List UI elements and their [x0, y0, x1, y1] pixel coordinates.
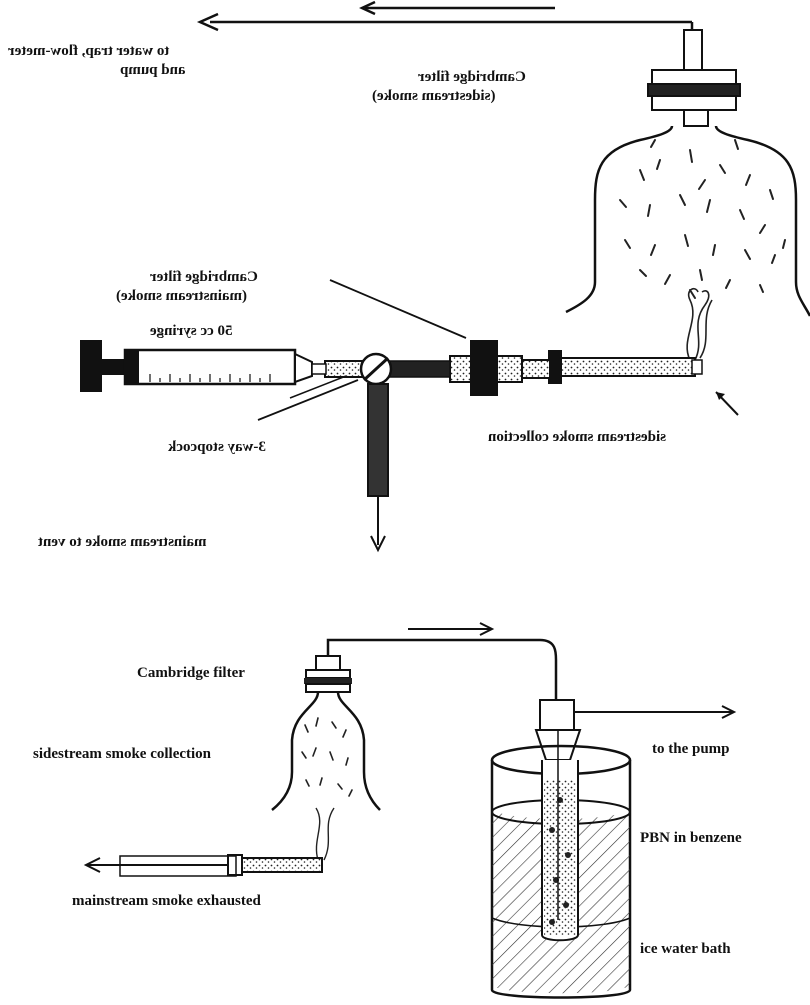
syringe-pointer: [289, 375, 347, 399]
ice-water-bath-label: ice water bath: [640, 941, 731, 957]
mainstream-exhausted-label: mainstream smoke exhausted: [72, 893, 261, 909]
bottom-apparatus: [83, 622, 737, 999]
sidestream-bell-jar: [565, 125, 810, 361]
bottom-connecting-tube: [326, 638, 558, 700]
bottom-cambridge-filter-label: Cambridge filter: [137, 665, 245, 681]
to-water-trap-label-line2: and pump: [120, 62, 186, 78]
bottom-cambridge-filter: [304, 655, 352, 693]
top-connector-tube: [387, 360, 451, 378]
bottom-sidestream-collection-label: sidestream smoke collection: [33, 746, 212, 762]
fifty-cc-syringe: [80, 340, 327, 392]
top-apparatus: [80, 0, 810, 553]
top-outflow-arrowhead: [196, 12, 219, 32]
cambridge-filter-mainstream-label-line2: (mainstream smoke): [116, 288, 247, 304]
bottom-cigarette: [83, 854, 323, 877]
sidestream-cambridge-filter: [647, 29, 741, 127]
to-the-pump-label: to the pump: [652, 741, 730, 757]
three-way-stopcock: [324, 352, 393, 553]
top-cigarette: [548, 350, 703, 384]
pbn-in-benzene-label: PBN in benzene: [640, 830, 742, 846]
syringe-label: 50 cc syringe: [150, 323, 233, 339]
stopcock-pointer: [257, 379, 359, 421]
cambridge-filter-sidestream-label-line2: (sidestream smoke): [372, 88, 496, 104]
cambridge-filter-mainstream-label-line1: Cambridge filter: [150, 269, 258, 285]
smoke-particles: [619, 139, 786, 299]
mainstream-filter-pointer: [329, 279, 467, 339]
bottom-bell-jar: [271, 691, 381, 861]
sidestream-smoke-plume: [686, 288, 713, 361]
stopcock-label: 3-way stopcock: [168, 439, 266, 455]
pbn-impinger-tube: [541, 730, 579, 942]
sidestream-collection-top-label: sidestream smoke collection: [488, 429, 667, 445]
mainstream-vent-label: mainstream smoke to vent: [38, 534, 207, 550]
cambridge-filter-sidestream-label-line1: Cambridge filter: [418, 69, 526, 85]
mainstream-cambridge-filter: [449, 340, 551, 396]
to-water-trap-label-line1: to water trap, flow-meter: [8, 43, 170, 59]
top-outflow-tube: [196, 0, 694, 50]
